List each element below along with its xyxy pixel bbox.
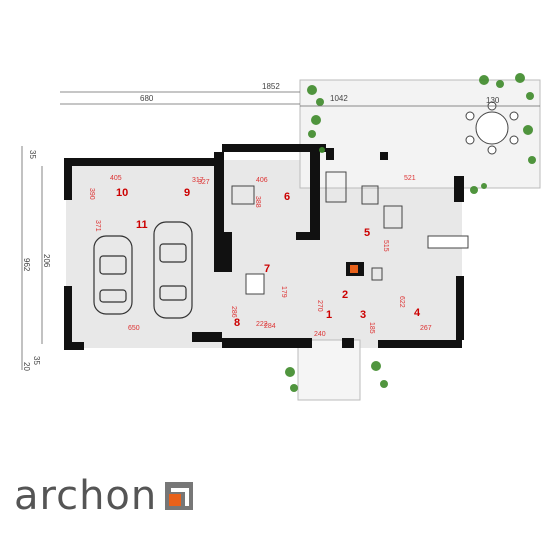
room-number: 2	[342, 289, 348, 301]
room-number: 6	[284, 191, 290, 203]
room-number: 11	[136, 219, 148, 231]
room-area: 240	[314, 331, 326, 338]
room-area: 179	[280, 286, 287, 298]
room-number: 3	[360, 309, 366, 321]
dim-left-inner: 206	[42, 254, 51, 268]
room-number: 7	[264, 263, 270, 275]
room-area: 317	[192, 177, 204, 184]
extra-dim: 388	[254, 196, 261, 208]
room-number: 8	[234, 317, 240, 329]
room-area: 270	[316, 300, 323, 312]
room-number: 4	[414, 307, 421, 319]
car-right	[153, 221, 193, 319]
car-left	[93, 235, 133, 315]
room-area: 622	[398, 296, 405, 308]
room-area: 521	[404, 175, 416, 182]
room-area: 390	[88, 188, 95, 200]
room-area: 222	[256, 321, 268, 328]
plants	[285, 73, 536, 392]
room-area: 406	[256, 177, 268, 184]
room-area: 650	[128, 325, 140, 332]
extra-dim: 284	[264, 323, 276, 330]
room-number: 9	[184, 187, 190, 199]
terrace-table	[475, 111, 509, 145]
dim-left-bottom-a: 20	[22, 362, 31, 371]
extra-dim: 515	[382, 240, 389, 252]
walls	[64, 144, 464, 350]
logo-mark-icon	[165, 482, 194, 510]
dimension-lines	[21, 91, 540, 370]
entrance-path	[297, 339, 361, 401]
room-number: 1	[326, 309, 332, 321]
room-area: 185	[368, 322, 375, 334]
dim-top-total: 1852	[262, 82, 280, 91]
logo: archon	[14, 473, 194, 519]
dim-left-bottom-b: 35	[32, 356, 41, 365]
dim-left-total: 962	[22, 258, 31, 272]
room-number: 10	[116, 187, 128, 199]
dim-top-mid: 1042	[330, 94, 348, 103]
dim-top-right: 130	[486, 96, 500, 105]
extra-dim: 405	[110, 175, 122, 182]
extra-dim: 267	[420, 325, 432, 332]
dim-top-left: 680	[140, 94, 154, 103]
extra-dim: 327	[198, 179, 210, 186]
room-number: 5	[364, 227, 370, 239]
dim-left-top: 35	[28, 150, 37, 159]
extra-dim: 286	[230, 306, 237, 318]
furniture	[231, 171, 469, 295]
fireplace-flame	[350, 265, 358, 273]
logo-text: archon	[14, 473, 158, 519]
extra-dim: 371	[94, 220, 101, 232]
